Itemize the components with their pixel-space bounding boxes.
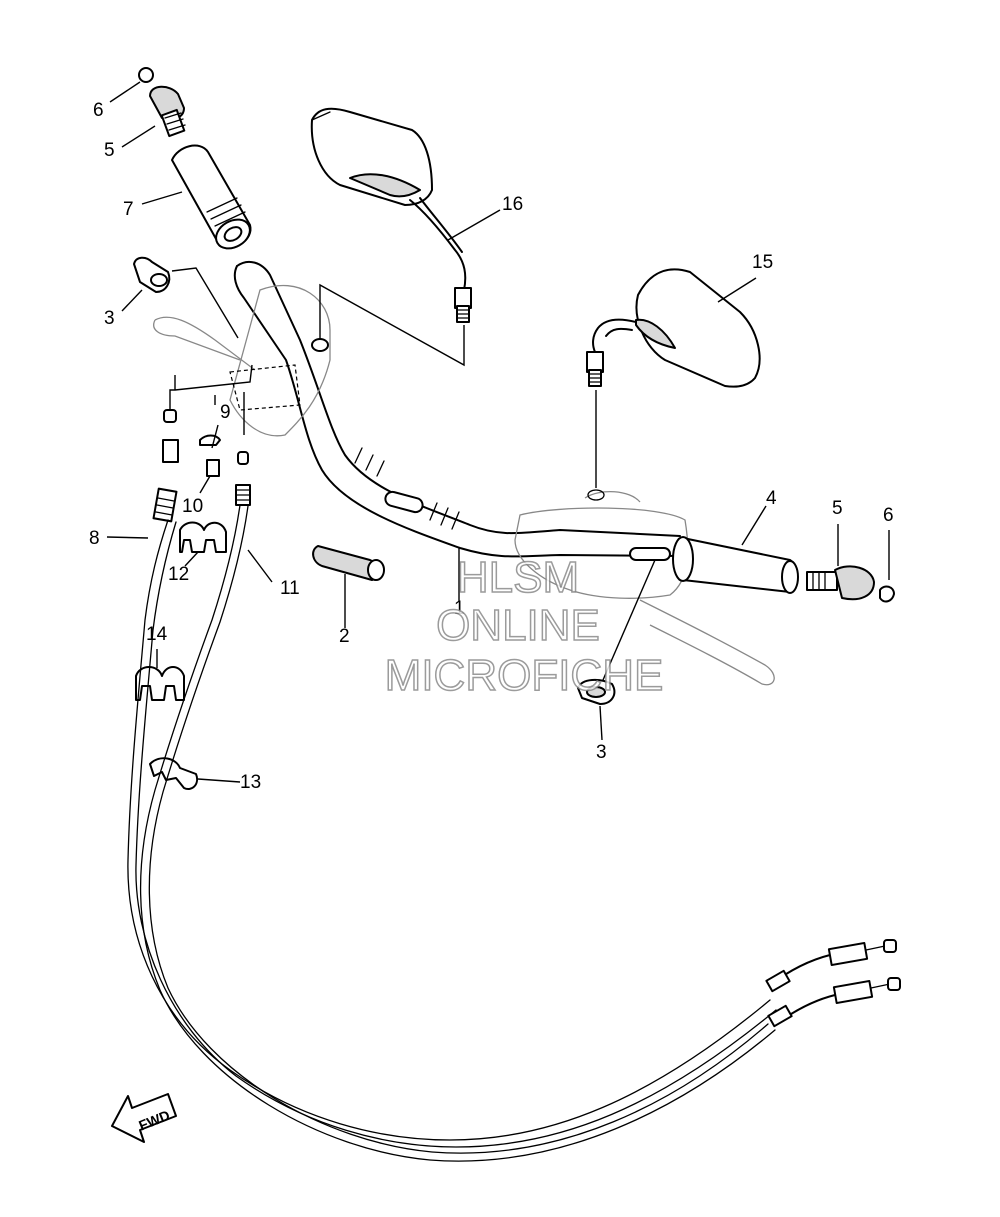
brake-lever-ghost [639,599,775,686]
mirror-left [310,107,472,323]
bar-end-weight-left [149,85,186,138]
mirror-right [586,268,761,388]
callout-7: 7 [123,199,134,220]
bar-end-screw-right [879,585,895,603]
cable-fitting-2 [832,979,874,1005]
grip-right [672,536,799,594]
mirror-left-mount-line [319,283,465,367]
clutch-lever-ghost [154,316,256,371]
throttle-slot [629,547,671,561]
cable-end-8 [163,409,177,423]
cable-bracket-lines [169,364,253,410]
switch-housing-ghost-right [514,507,689,599]
bar-end-screw-left [138,67,154,83]
cable-adjuster-8 [162,439,179,463]
clamp-12 [179,521,227,553]
callout-16: 16 [502,194,523,215]
watermark-line-3: MICROFICHE [385,651,664,700]
handlebar [233,260,681,558]
clamp-14 [135,666,185,701]
throttle-cable-8 [127,519,771,1141]
leader-3-right-ext [602,559,656,681]
callout-8: 8 [89,528,100,549]
damper [312,545,385,581]
callout-14: 14 [146,624,168,645]
cable-ferrule-2 [767,1004,793,1028]
throttle-cable-11 [139,504,776,1162]
callout-4: 4 [766,488,777,509]
callout-12: 12 [168,564,189,585]
callout-5-right: 5 [832,498,843,519]
clip-9 [199,434,221,446]
callout-6-left: 6 [93,100,104,121]
throttle-cable-11b [148,505,769,1154]
callout-13: 13 [240,772,261,793]
callout-10: 10 [182,496,203,517]
grip-left [171,144,252,250]
leader-3-left-ext [171,267,239,339]
watermark: HLSM ONLINE MICROFICHE [384,552,664,701]
callout-leaders [106,81,890,783]
holder-left [133,256,171,293]
callout-15: 15 [752,252,773,273]
callout-6-right: 6 [883,505,894,526]
callout-2: 2 [339,626,350,647]
cable-end-11 [237,451,249,465]
watermark-line-2: ONLINE [436,601,600,650]
callout-9: 9 [220,402,231,423]
clutch-lever-ghost-2 [153,319,241,361]
cable-tip-2 [887,977,901,991]
holder-right [577,678,616,705]
callout-labels: 6 5 7 3 16 15 4 5 6 2 1 3 8 9 10 11 12 1… [89,100,894,793]
callout-11: 11 [280,578,300,599]
cable-ferrule-1 [765,969,791,993]
callout-3-right: 3 [596,742,607,763]
callout-1: 1 [454,598,465,619]
watermark-line-1: HLSM [457,553,579,602]
callout-5-left: 5 [104,140,115,161]
bar-end-weight-right [806,565,875,601]
callout-3-left: 3 [104,308,115,329]
mirror-mount-hole-left [311,338,329,352]
fwd-arrow: FWD [111,1093,177,1143]
cable-tip-1 [883,939,897,953]
cable-leaders [214,392,245,435]
cable-guide-hidden [229,364,301,411]
switch-housing-ghost-left [229,284,331,437]
mount-ghost [584,491,641,503]
throttle-cable-8b [135,521,777,1148]
mirror-mount-hole-right [587,489,605,501]
screw-10 [206,459,220,477]
cable-fitting-1 [827,941,869,967]
